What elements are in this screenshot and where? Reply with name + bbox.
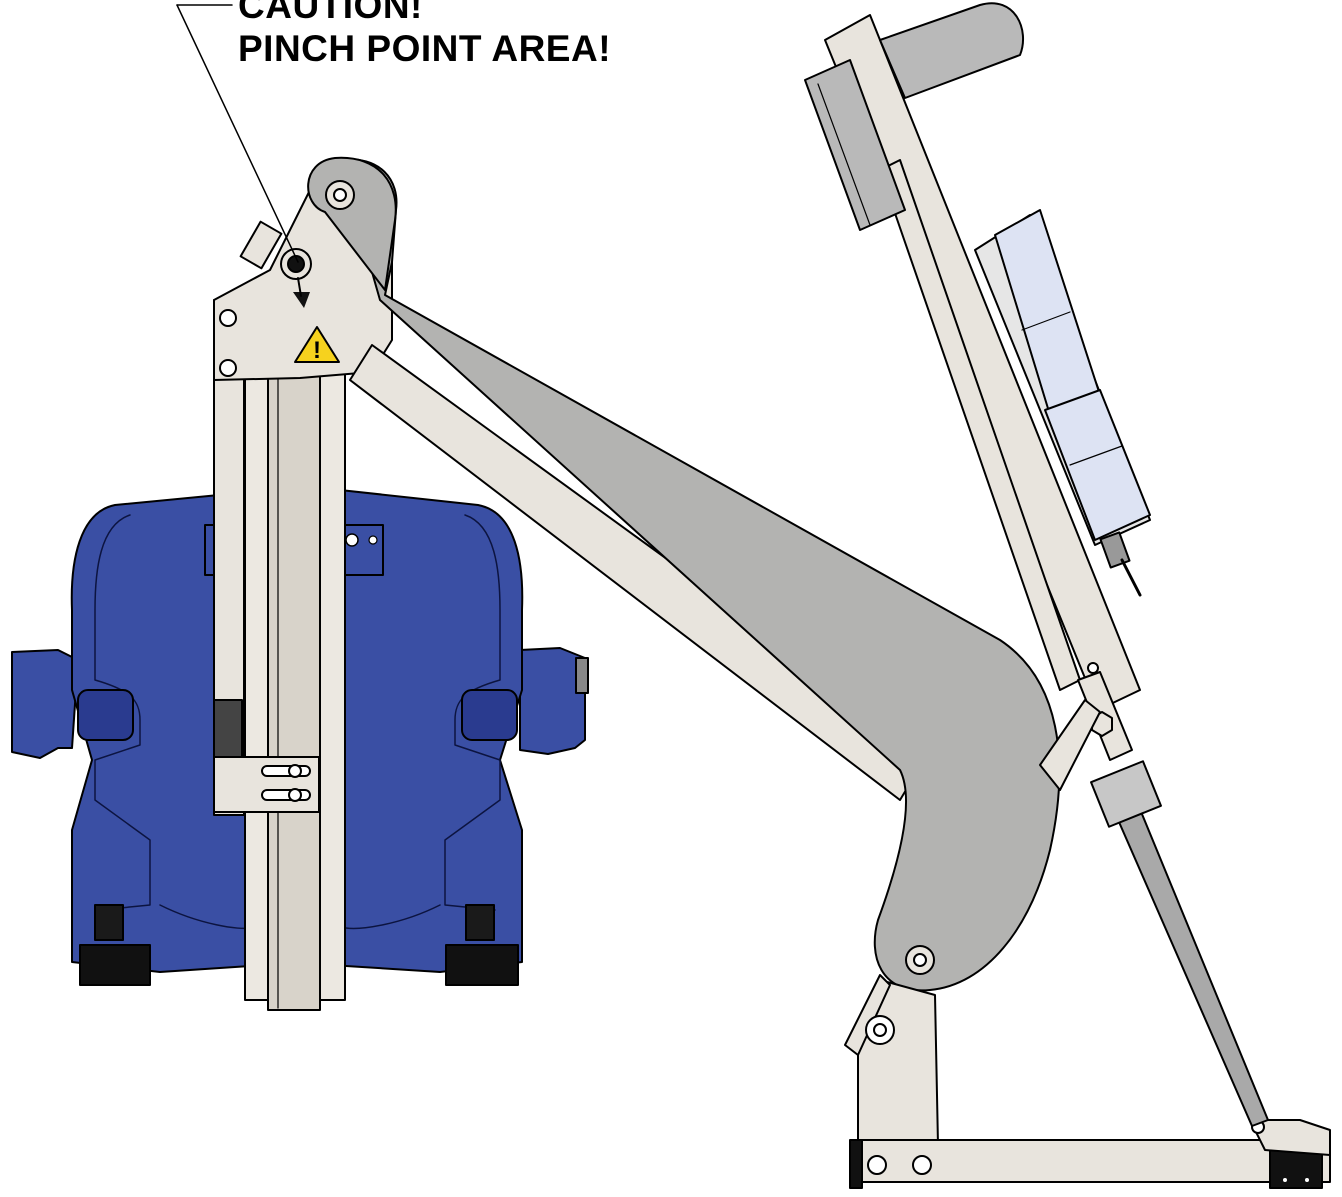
base-bolt-1 xyxy=(867,1155,887,1175)
seat-foot-pad-right xyxy=(465,904,495,941)
battery-cell-lower xyxy=(1044,389,1151,541)
seat-left-recess xyxy=(77,689,134,741)
pinch-point-warning: PINCH POINT AREA! xyxy=(238,28,612,69)
pinch-arrow xyxy=(293,292,310,308)
base-frame xyxy=(844,974,1331,1189)
head-bolt-2 xyxy=(219,359,237,377)
actuator-rod xyxy=(1104,784,1269,1127)
seat-inner-contour-right xyxy=(444,514,501,911)
head-bolt-1 xyxy=(219,309,237,327)
mast xyxy=(213,299,346,1011)
seat-bolt-right xyxy=(345,533,359,547)
base-gusset xyxy=(844,974,891,1056)
boom-arm xyxy=(307,156,1061,992)
battery-divider-2 xyxy=(1069,445,1123,466)
actuator-sleeve xyxy=(1090,760,1162,828)
battery-plug-wire xyxy=(1120,558,1142,597)
base-upright-bolt-core xyxy=(873,1023,887,1037)
battery xyxy=(974,209,1151,597)
callout-leader-diagonal xyxy=(176,4,299,263)
caution-heading: CAUTION! xyxy=(238,0,423,26)
base-beam xyxy=(854,1139,1331,1183)
slot-bolt-lower xyxy=(288,788,302,802)
seat-foot-right xyxy=(445,944,519,986)
actuator xyxy=(1090,760,1269,1127)
column-strut xyxy=(1039,699,1101,791)
slot-lower xyxy=(261,789,311,801)
head-bracket-tab xyxy=(239,220,283,270)
base-bolt-2 xyxy=(912,1155,932,1175)
pinch-arrow-shaft xyxy=(297,277,302,297)
seat-inner-contour-left xyxy=(94,514,151,911)
seat-right-wing xyxy=(519,647,586,755)
base-end-dot-1 xyxy=(1283,1178,1287,1182)
seat-right-recess xyxy=(461,689,518,741)
column-bolt-1 xyxy=(1087,662,1099,674)
control-box-edge xyxy=(817,83,871,226)
seat-foot-pad-left xyxy=(94,904,124,941)
warning-triangle-icon xyxy=(294,326,340,363)
column xyxy=(804,2,1141,791)
callout-leader xyxy=(176,4,299,263)
control-box xyxy=(804,59,906,231)
boom-bottom-pivot-core xyxy=(913,953,927,967)
base-end-dot-2 xyxy=(1305,1178,1309,1182)
slot-upper xyxy=(261,765,311,777)
seat-foot-left xyxy=(79,944,151,986)
battery-divider xyxy=(1021,311,1071,331)
battery-plug xyxy=(1099,531,1131,569)
mast-post xyxy=(267,369,321,1011)
warning-symbol: ! xyxy=(313,337,321,364)
seat-left-wing xyxy=(11,649,79,759)
boom-top-pivot-core xyxy=(333,188,347,202)
slot-bolt-upper xyxy=(288,764,302,778)
motor-cylinder xyxy=(879,2,1025,99)
seat-knob xyxy=(575,657,589,694)
base-toe-plate xyxy=(1249,1119,1331,1156)
base-left-cap xyxy=(849,1139,863,1189)
seat-bolt-right-small xyxy=(368,535,378,545)
